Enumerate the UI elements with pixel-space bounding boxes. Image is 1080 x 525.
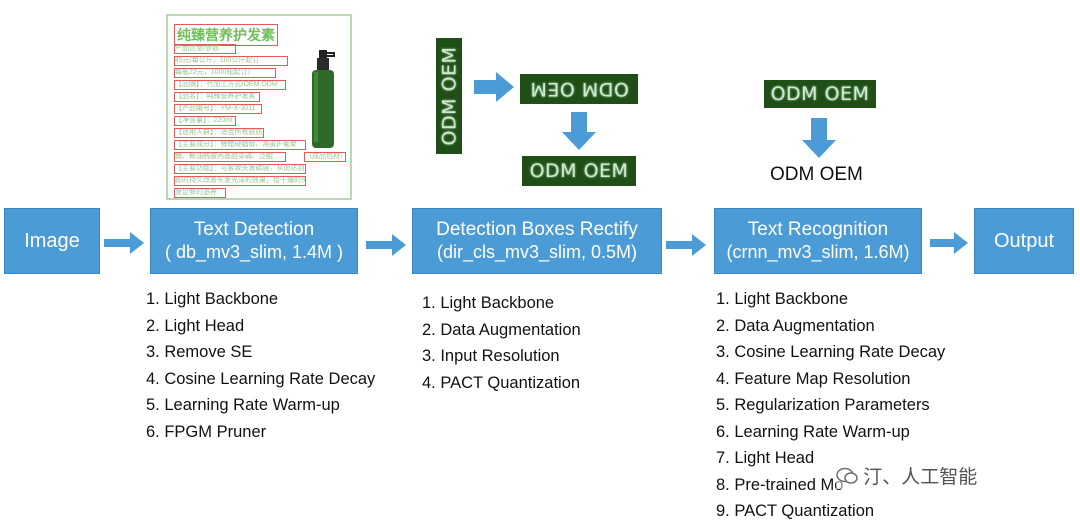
list-item: 9. PACT Quantization [716,502,875,520]
list-item: 6. Learning Rate Warm-up [716,422,910,441]
list-item: 3. Cosine Learning Rate Decay [716,343,946,361]
doc-line: 糖、椰油酰胺丙基甜菜碱、泛醌 [174,152,286,162]
wechat-icon [836,467,858,485]
list-item: 8. Pre-trained Mo [716,475,844,494]
list-item: 5. Learning Rate Warm-up [146,396,340,414]
ocr-recog-input-tile: ODM OEM [764,80,876,108]
list-item: 5. Regularization Parameters [716,396,930,414]
doc-line: 45元/每公斤，100公斤起订 [174,56,288,66]
list-item: 6. FPGM Pruner [146,422,267,441]
doc-line: 即时持久改善头发光泽的效果，给干燥的头 [174,176,306,186]
arrow-down-icon [802,118,836,158]
detection-boxes-rectify-box: Detection Boxes Rectify (dir_cls_mv3_sli… [412,208,662,274]
arrow-right-icon [104,232,144,254]
doc-line: 【主要成分】：鲸蜡硬脂醇、燕麦β-葡聚 [174,140,306,150]
doc-title: 纯臻营养护发素 [174,24,278,46]
image-box: Image [4,208,100,274]
doc-line: 发足够的滋养 [174,188,226,198]
list-item: 1. Light Backbone [422,294,555,312]
list-item: 2. Data Augmentation [716,316,875,335]
arrow-right-icon [474,72,514,102]
doc-line: 每瓶22元，1000瓶起订） [174,68,276,78]
list-item: 4. PACT Quantization [422,373,581,392]
detection-rectify-steps: 1. Light Backbone 2. Data Augmentation 3… [422,290,581,396]
doc-line: （成品包材） [304,152,346,162]
watermark: 汀、人工智能 [836,462,978,489]
stage-subtitle: ( db_mv3_slim, 1.4M ) [164,242,344,262]
ocr-rectified-text: ODM OEM [529,160,629,182]
arrow-right-icon [366,234,406,256]
doc-line: 【产品编号】：YM-X-3011 [174,104,262,114]
text-detection-steps: 1. Light Backbone 2. Light Head 3. Remov… [146,286,375,445]
stage-subtitle: (crnn_mv3_slim, 1.6M) [726,242,910,262]
list-item: 7. Light Head [716,449,815,467]
text-recognition-box: Text Recognition (crnn_mv3_slim, 1.6M) [714,208,922,274]
list-item: 2. Data Augmentation [422,320,581,339]
ocr-recog-output-text: ODM OEM [770,164,863,185]
ocr-vertical-text: ODM OEM [438,46,460,146]
list-item: 4. Feature Map Resolution [716,369,911,388]
list-item: 2. Light Head [146,316,245,335]
arrow-right-icon [666,234,706,256]
ocr-vertical-tile: ODM OEM [436,38,462,154]
doc-line: 【主要功能】：可紧致头发磷层，从而达到 [174,164,306,174]
bottle-icon [312,50,335,148]
ocr-recog-input-text: ODM OEM [770,83,870,105]
text-recognition-steps: 1. Light Backbone 2. Data Augmentation 3… [716,286,945,525]
watermark-text: 汀、人工智能 [863,467,978,488]
stage-subtitle: (dir_cls_mv3_slim, 0.5M) [436,242,638,262]
arrow-right-icon [930,232,968,254]
doc-line: 【净含量】：220ml [174,116,236,126]
output-box-label: Output [993,229,1055,252]
ocr-flipped-text: ODM OEM [529,78,629,100]
ocr-flipped-tile: ODM OEM [520,74,638,104]
doc-line: 【适用人群】：适合所有肤质 [174,128,264,138]
ocr-rectified-tile: ODM OEM [522,156,636,186]
list-item: 3. Input Resolution [422,347,560,365]
arrow-down-icon [562,112,596,150]
list-item: 1. Light Backbone [716,290,849,308]
stage-title: Detection Boxes Rectify [436,219,638,240]
list-item: 4. Cosine Learning Rate Decay [146,369,376,388]
list-item: 3. Remove SE [146,343,253,361]
doc-line: 产品信息/参数 [174,44,236,54]
doc-line: 【品牌】：代加工方式/OEM ODM [174,80,286,90]
document-sample-image: 纯臻营养护发素 产品信息/参数 45元/每公斤，100公斤起订 每瓶22元，10… [166,14,352,200]
doc-line: 【品名】：纯臻营养护发素 [174,92,260,102]
output-box: Output [974,208,1074,274]
stage-title: Text Detection [193,219,315,240]
stage-title: Text Recognition [747,219,889,240]
text-detection-box: Text Detection ( db_mv3_slim, 1.4M ) [150,208,358,274]
image-box-label: Image [24,229,80,252]
list-item: 1. Light Backbone [146,290,279,308]
